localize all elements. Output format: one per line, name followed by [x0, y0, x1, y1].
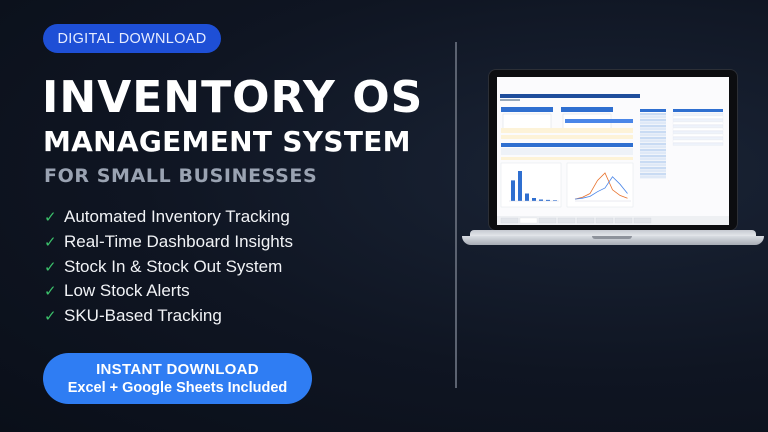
stock-table — [640, 113, 666, 179]
bar-chart-panel — [500, 162, 562, 208]
sheet-tab — [576, 217, 595, 224]
summary-table — [672, 112, 724, 146]
notice-row — [501, 157, 633, 160]
table-row — [640, 143, 666, 146]
table-row — [640, 140, 666, 143]
page-subtitle: FOR SMALL BUSINESSES — [44, 165, 318, 187]
kpi-strip-values — [501, 148, 633, 155]
check-icon: ✓ — [44, 209, 57, 227]
table-row — [640, 128, 666, 131]
table-row — [640, 170, 666, 173]
laptop-hinge — [470, 230, 756, 237]
table-row — [672, 142, 724, 146]
table-row — [640, 116, 666, 119]
bar — [525, 193, 529, 201]
cta-sublabel: Excel + Google Sheets Included — [67, 379, 288, 396]
kpi-header — [561, 107, 613, 112]
table-row — [640, 149, 666, 152]
digital-download-badge: DIGITAL DOWNLOAD — [43, 24, 221, 53]
bar — [539, 199, 543, 201]
feature-label: Automated Inventory Tracking — [64, 207, 290, 227]
page-title: INVENTORY OS — [42, 72, 424, 123]
cta-label: INSTANT DOWNLOAD — [96, 360, 259, 378]
table-row — [640, 167, 666, 170]
bar — [553, 200, 557, 201]
table-row — [640, 125, 666, 128]
alert-row — [501, 128, 633, 133]
page-title-line2: MANAGEMENT SYSTEM — [43, 125, 411, 158]
table-row — [640, 131, 666, 134]
table-row — [640, 164, 666, 167]
bar — [511, 180, 515, 201]
table-row — [640, 137, 666, 140]
kpi-bar — [565, 119, 633, 123]
feature-item: ✓ Real-Time Dashboard Insights — [44, 230, 293, 255]
check-icon: ✓ — [44, 308, 57, 326]
sheet-tab — [633, 217, 652, 224]
feature-item: ✓ Automated Inventory Tracking — [44, 205, 293, 230]
laptop-notch — [592, 236, 632, 239]
series-line — [574, 172, 628, 200]
spreadsheet-preview-image — [497, 94, 729, 225]
alert-row — [501, 135, 633, 139]
spreadsheet-preview — [497, 77, 729, 225]
sheet-tab — [519, 217, 538, 224]
table-row — [640, 173, 666, 176]
line-chart-panel — [566, 162, 634, 208]
table-row — [672, 115, 724, 119]
bar — [518, 171, 522, 201]
kpi-header — [501, 107, 553, 112]
sheet-tab — [500, 217, 519, 224]
table-row — [640, 158, 666, 161]
table-row — [672, 118, 724, 122]
check-icon: ✓ — [44, 258, 57, 276]
table-row — [640, 176, 666, 179]
bar — [532, 198, 536, 201]
feature-label: SKU-Based Tracking — [64, 306, 222, 326]
feature-list: ✓ Automated Inventory Tracking ✓ Real-Time… — [44, 205, 293, 328]
sheet-title-bar — [500, 94, 640, 98]
bar — [546, 199, 550, 201]
table-row — [640, 113, 666, 116]
series-line — [574, 176, 628, 200]
feature-label: Real-Time Dashboard Insights — [64, 232, 293, 252]
table-row — [672, 127, 724, 131]
sheet-tab — [595, 217, 614, 224]
table-row — [640, 152, 666, 155]
feature-item: ✓ Low Stock Alerts — [44, 279, 293, 304]
sheet-tab — [538, 217, 557, 224]
table-header — [640, 109, 666, 112]
table-row — [672, 124, 724, 128]
table-header — [673, 109, 723, 112]
vertical-divider — [455, 42, 457, 388]
check-icon: ✓ — [44, 283, 57, 301]
instant-download-button[interactable]: INSTANT DOWNLOAD Excel + Google Sheets I… — [43, 353, 312, 404]
table-row — [640, 122, 666, 125]
table-row — [672, 130, 724, 134]
table-row — [640, 161, 666, 164]
table-row — [640, 119, 666, 122]
table-row — [672, 136, 724, 140]
table-row — [672, 139, 724, 143]
table-row — [672, 133, 724, 137]
feature-item: ✓ SKU-Based Tracking — [44, 304, 293, 329]
sheet-subtitle-bar — [500, 99, 520, 101]
bar-chart — [509, 171, 559, 202]
feature-label: Low Stock Alerts — [64, 281, 190, 301]
table-row — [640, 155, 666, 158]
line-chart — [574, 172, 631, 202]
table-row — [640, 146, 666, 149]
table-row — [672, 121, 724, 125]
sheet-tab — [557, 217, 576, 224]
table-row — [672, 112, 724, 116]
feature-item: ✓ Stock In & Stock Out System — [44, 254, 293, 279]
table-row — [640, 134, 666, 137]
sheet-tabs — [500, 217, 652, 224]
kpi-strip — [501, 143, 633, 147]
check-icon: ✓ — [44, 234, 57, 252]
laptop-base — [462, 236, 764, 245]
feature-label: Stock In & Stock Out System — [64, 256, 283, 276]
sheet-tab — [614, 217, 633, 224]
